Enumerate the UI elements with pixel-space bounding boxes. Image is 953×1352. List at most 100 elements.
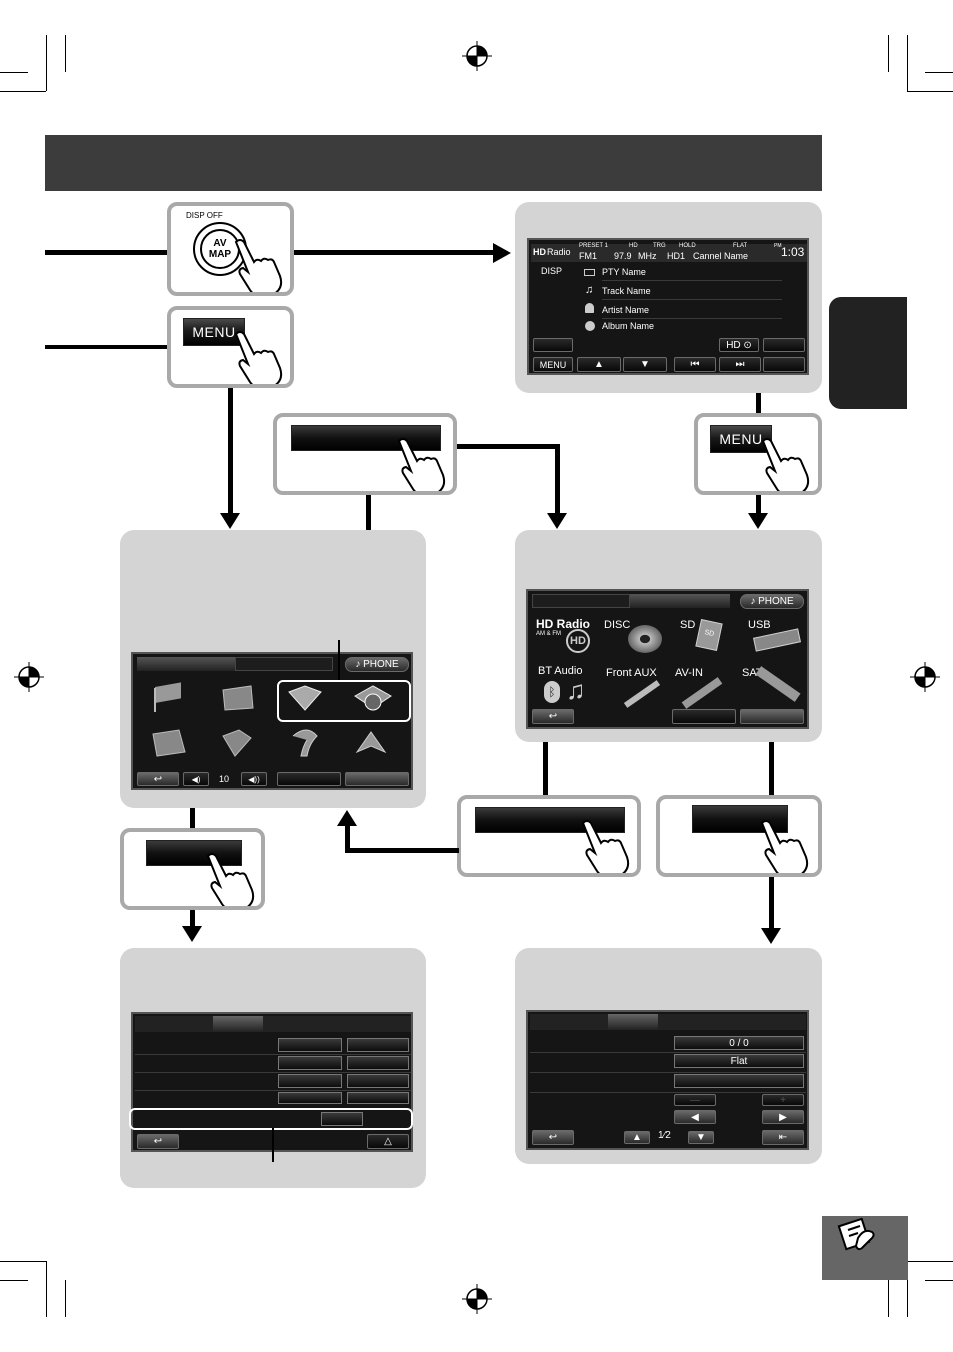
flow-line bbox=[45, 250, 170, 255]
blank-button[interactable] bbox=[763, 338, 805, 352]
source-hd-radio[interactable]: HD Radio bbox=[536, 617, 590, 631]
blank-bar-button[interactable] bbox=[291, 425, 441, 451]
menu-button[interactable]: MENU bbox=[183, 318, 245, 346]
blank-button[interactable] bbox=[533, 338, 573, 352]
flow-line bbox=[555, 444, 560, 514]
option-button[interactable] bbox=[347, 1056, 409, 1070]
hold-label: HOLD bbox=[679, 243, 696, 249]
hand-pointer-icon bbox=[581, 820, 630, 873]
menu-button-small[interactable]: MENU bbox=[533, 357, 573, 372]
bluetooth-icon: ᛒ bbox=[544, 681, 560, 703]
flow-line bbox=[190, 910, 195, 928]
route-icon bbox=[292, 729, 318, 757]
hd-logo: HD bbox=[533, 247, 546, 257]
preset-label: PRESET 1 bbox=[579, 243, 608, 249]
flat-label: FLAT bbox=[733, 243, 748, 249]
disp-label: DISP bbox=[541, 266, 563, 276]
page-up-button[interactable]: ▲ bbox=[624, 1131, 650, 1144]
prev-button[interactable]: ⏮ bbox=[674, 357, 716, 372]
hd-tag: HD bbox=[629, 243, 638, 249]
volume-level: 10 bbox=[219, 774, 230, 784]
channel-name: Cannel Name bbox=[693, 251, 749, 261]
flow-line bbox=[45, 345, 170, 349]
pointer-line bbox=[272, 1128, 274, 1162]
option-button[interactable] bbox=[347, 1074, 409, 1088]
page-corner-box bbox=[822, 1216, 908, 1280]
hd-logo-icon: HD bbox=[566, 629, 590, 653]
blank-button[interactable] bbox=[763, 357, 805, 372]
nav-settings-callout bbox=[120, 828, 265, 910]
option-button[interactable] bbox=[278, 1038, 342, 1052]
book-icon bbox=[288, 685, 322, 711]
flow-line bbox=[769, 742, 774, 797]
page-total: 2 bbox=[665, 1130, 671, 1141]
option-button[interactable] bbox=[347, 1092, 409, 1104]
blank-button[interactable] bbox=[277, 772, 341, 786]
hd-search-button[interactable]: HD ⊙ bbox=[719, 338, 759, 352]
nav-callout bbox=[273, 413, 457, 495]
pm-label: PM bbox=[774, 243, 782, 249]
back-button[interactable]: ↩ bbox=[137, 772, 179, 786]
section-tab bbox=[829, 297, 907, 409]
arrow-up bbox=[337, 810, 357, 826]
arrow-down bbox=[547, 513, 567, 529]
up-button[interactable]: ▲ bbox=[577, 357, 621, 372]
option-button[interactable] bbox=[278, 1092, 342, 1104]
hand-pointer-icon bbox=[397, 438, 446, 491]
back-button[interactable]: ↩ bbox=[137, 1134, 179, 1149]
trg-label: TRG bbox=[653, 243, 666, 249]
sd-icon-label: SD bbox=[703, 629, 715, 638]
blank-bar-button[interactable] bbox=[475, 807, 625, 833]
left-button[interactable]: ◀ bbox=[674, 1110, 716, 1124]
note-icon: ♫ bbox=[585, 284, 594, 296]
nav-highlight-frame bbox=[277, 680, 411, 722]
source-disc[interactable]: DISC bbox=[604, 619, 631, 631]
blank-button[interactable] bbox=[672, 709, 736, 724]
menu-button-right[interactable]: MENU bbox=[710, 425, 772, 453]
option-button[interactable] bbox=[674, 1074, 804, 1088]
source-sd[interactable]: SD bbox=[680, 619, 696, 631]
source-bt-audio[interactable]: BT Audio bbox=[538, 665, 583, 677]
hand-pointer-icon bbox=[760, 820, 809, 873]
minus-button[interactable]: — bbox=[674, 1094, 716, 1106]
music-note-icon: ♫ bbox=[566, 675, 586, 705]
source-front-aux[interactable]: Front AUX bbox=[606, 667, 657, 679]
flag-icon bbox=[154, 682, 181, 712]
channel: HD1 bbox=[667, 251, 686, 261]
option-button[interactable] bbox=[278, 1074, 342, 1088]
blank-button[interactable] bbox=[740, 709, 804, 724]
source-av-in[interactable]: AV-IN bbox=[675, 667, 703, 679]
map-grid-icon bbox=[222, 685, 254, 711]
flow-line bbox=[228, 388, 233, 514]
option-button[interactable] bbox=[347, 1038, 409, 1052]
fader-balance-value[interactable]: 0 / 0 bbox=[674, 1036, 804, 1050]
tag-icon bbox=[584, 269, 595, 276]
frequency: 97.9 bbox=[614, 251, 632, 261]
map-direction-button[interactable]: △ bbox=[367, 1134, 409, 1149]
phone-button[interactable]: ♪ PHONE bbox=[345, 657, 409, 672]
down-button[interactable]: ▼ bbox=[623, 357, 667, 372]
plus-button[interactable]: + bbox=[762, 1094, 804, 1106]
volume-down-button[interactable]: ◀) bbox=[183, 772, 209, 786]
back-button[interactable]: ↩ bbox=[532, 709, 574, 724]
blank-button[interactable] bbox=[146, 840, 242, 866]
parking-icon bbox=[152, 729, 186, 757]
back-button[interactable]: ↩ bbox=[532, 1130, 574, 1145]
blank-button[interactable] bbox=[345, 772, 409, 786]
volume-up-button[interactable]: ◀)) bbox=[241, 772, 267, 786]
info-pty: PTY Name bbox=[602, 267, 646, 277]
phone-button[interactable]: ♪ PHONE bbox=[740, 594, 804, 609]
next-button[interactable]: ⏭ bbox=[719, 357, 761, 372]
page-down-button[interactable]: ▼ bbox=[688, 1131, 714, 1144]
option-button[interactable] bbox=[321, 1112, 363, 1126]
sound-mode-value[interactable]: Flat bbox=[674, 1054, 804, 1068]
right-button[interactable]: ▶ bbox=[762, 1110, 804, 1124]
hd-search-label: HD bbox=[726, 339, 741, 351]
phone-icon: ♪ bbox=[355, 659, 361, 670]
source-usb[interactable]: USB bbox=[748, 619, 771, 631]
exit-button[interactable]: ⇤ bbox=[762, 1130, 804, 1145]
disp-button[interactable]: DISP bbox=[531, 264, 575, 280]
clock: 1:03 bbox=[781, 245, 805, 259]
option-button[interactable] bbox=[278, 1056, 342, 1070]
highlight-row-frame bbox=[129, 1108, 413, 1130]
